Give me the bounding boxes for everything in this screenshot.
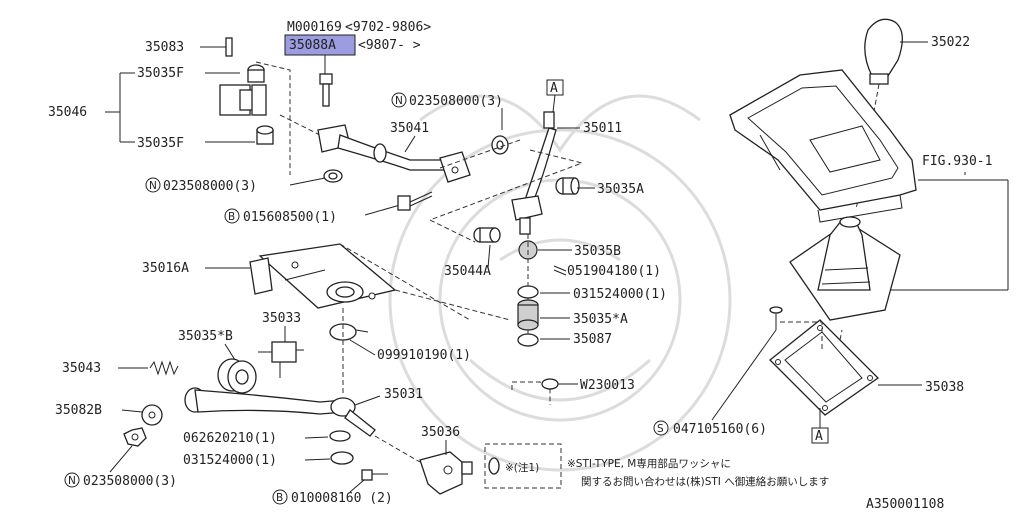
shift-lever-35011 bbox=[511, 111, 557, 235]
washer-062620210 bbox=[329, 430, 351, 442]
label-35016a[interactable]: 35016A bbox=[142, 261, 189, 276]
part-range: <9807- > bbox=[358, 38, 421, 53]
label-35083[interactable]: 35083 bbox=[145, 40, 184, 55]
diagram-id: A350001108 bbox=[866, 497, 944, 512]
label-35082b[interactable]: 35082B bbox=[55, 403, 102, 418]
label-b015608500[interactable]: 015608500(1) bbox=[243, 210, 337, 225]
label-35022[interactable]: 35022 bbox=[931, 35, 970, 50]
label-35038[interactable]: 35038 bbox=[925, 380, 964, 395]
label-35035sb[interactable]: 35035*B bbox=[178, 329, 233, 344]
prefix-n-3: N bbox=[68, 475, 76, 487]
washer-35082b bbox=[141, 404, 163, 426]
label-s047105160[interactable]: 047105160(6) bbox=[673, 422, 767, 437]
label-fig930[interactable]: FIG.930-1 bbox=[922, 154, 992, 169]
label-35033[interactable]: 35033 bbox=[262, 311, 301, 326]
rod-35041 bbox=[317, 124, 471, 183]
bracket-35046 bbox=[219, 64, 274, 145]
label-35035b[interactable]: 35035B bbox=[574, 244, 621, 259]
watermark-emblem bbox=[388, 94, 732, 472]
clip-w230013 bbox=[511, 378, 559, 405]
prefix-n-1: N bbox=[149, 180, 157, 192]
note-mark: ※(注1) bbox=[505, 461, 539, 474]
label-b010008160[interactable]: 010008160 (2) bbox=[291, 491, 393, 506]
spring-35043 bbox=[149, 360, 179, 376]
bushing-35044a bbox=[473, 227, 501, 243]
label-35031[interactable]: 35031 bbox=[384, 387, 423, 402]
ref-a-top: A bbox=[550, 81, 558, 96]
bracket-35036 bbox=[419, 451, 473, 495]
label-35041[interactable]: 35041 bbox=[390, 121, 429, 136]
prefix-b-1: B bbox=[228, 211, 235, 223]
model-code: M000169 bbox=[287, 20, 342, 35]
bushing-35035sa bbox=[517, 299, 539, 331]
shift-knob-35022 bbox=[864, 18, 903, 85]
ref-a-bottom: A bbox=[815, 429, 823, 444]
highlight-box bbox=[284, 34, 356, 56]
rod-35031 bbox=[184, 387, 376, 437]
label-n023508000-a[interactable]: 023508000(3) bbox=[163, 179, 257, 194]
boot-plate-35038 bbox=[769, 319, 880, 416]
note-line-2: 関するお問い合わせは(株)STI へ御連絡お願いします bbox=[581, 475, 829, 488]
label-031524000-a[interactable]: 031524000(1) bbox=[573, 287, 667, 302]
label-35035a[interactable]: 35035A bbox=[597, 182, 644, 197]
seal-099910190 bbox=[329, 323, 369, 341]
label-35036[interactable]: 35036 bbox=[421, 425, 460, 440]
prefix-n-2: N bbox=[395, 95, 403, 107]
prefix-b-2: B bbox=[276, 492, 283, 504]
note-box bbox=[484, 443, 562, 489]
prefix-s: S bbox=[657, 423, 664, 435]
bolt-35088a bbox=[319, 73, 333, 107]
label-35035sa[interactable]: 35035*A bbox=[573, 312, 628, 327]
label-031524000-b[interactable]: 031524000(1) bbox=[183, 453, 277, 468]
highlighted-part-number[interactable]: 35088A bbox=[289, 38, 336, 53]
pin-051904180 bbox=[553, 265, 567, 276]
label-n023508000-b[interactable]: 023508000(3) bbox=[409, 94, 503, 109]
label-35087[interactable]: 35087 bbox=[573, 332, 612, 347]
washer-031524000-b bbox=[330, 451, 354, 465]
label-35046[interactable]: 35046 bbox=[48, 105, 87, 120]
switch-35033 bbox=[258, 341, 304, 378]
washer-35087 bbox=[517, 333, 539, 347]
nut-top bbox=[323, 169, 343, 183]
bushing-35035a bbox=[555, 177, 580, 195]
label-099910190[interactable]: 099910190(1) bbox=[377, 348, 471, 363]
console-panel bbox=[729, 69, 917, 223]
label-051904180[interactable]: 051904180(1) bbox=[567, 264, 661, 279]
label-35035f-bottom[interactable]: 35035F bbox=[137, 136, 184, 151]
bolt-010008160 bbox=[361, 469, 388, 481]
collar-35041 bbox=[491, 135, 509, 155]
label-35011[interactable]: 35011 bbox=[583, 121, 622, 136]
shift-boot bbox=[789, 216, 901, 321]
bushing-35035sb bbox=[217, 358, 257, 394]
pin-35083 bbox=[225, 37, 233, 57]
washer-031524000-a bbox=[517, 285, 539, 299]
label-35035f-top[interactable]: 35035F bbox=[137, 66, 184, 81]
screw-047105160 bbox=[769, 306, 783, 330]
note-line-1: ※STI-TYPE, M専用部品ワッシャに bbox=[567, 457, 731, 470]
label-062620210[interactable]: 062620210(1) bbox=[183, 431, 277, 446]
label-n023508000-c[interactable]: 023508000(3) bbox=[83, 474, 177, 489]
model-range: <9702-9806> bbox=[345, 20, 431, 35]
label-w230013[interactable]: W230013 bbox=[580, 378, 635, 393]
ref-box-a-bottom[interactable] bbox=[811, 427, 829, 444]
plate-35016a bbox=[249, 243, 397, 309]
nut-lower bbox=[123, 427, 147, 447]
label-35043[interactable]: 35043 bbox=[62, 361, 101, 376]
label-35044a[interactable]: 35044A bbox=[444, 264, 491, 279]
bolt-015608500 bbox=[397, 191, 433, 211]
